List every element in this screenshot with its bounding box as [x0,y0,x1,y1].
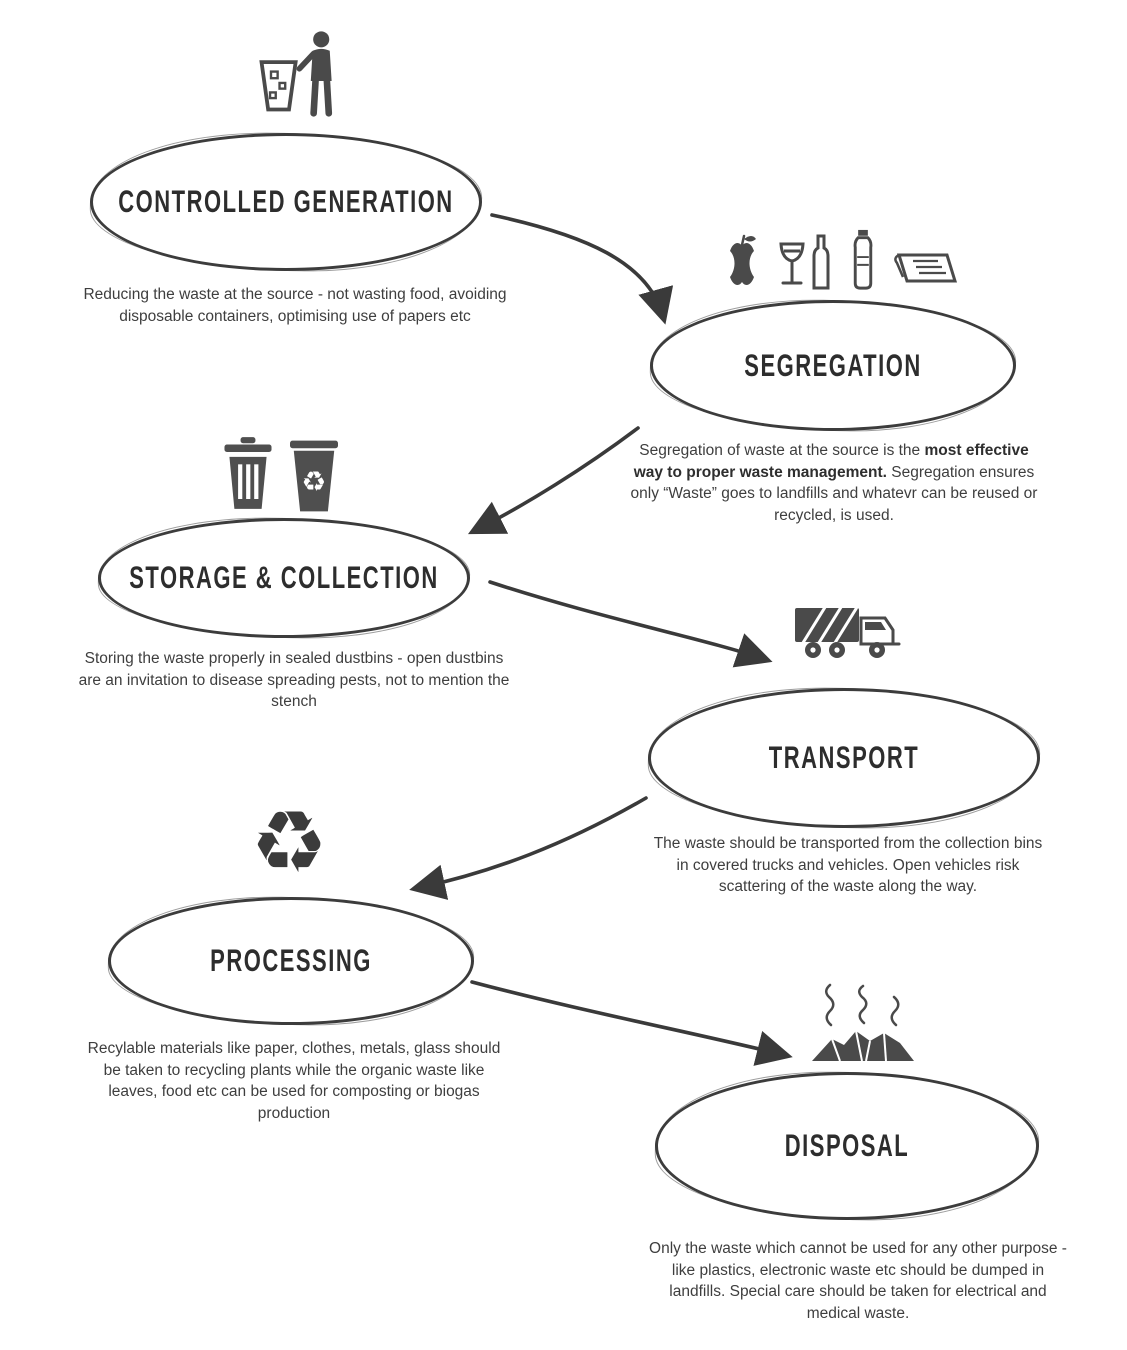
step-title-segregation: SEGREGATION [744,346,922,383]
description-bold-text: most effective way to proper waste manag… [633,442,1029,481]
step-description-controlled-generation: Reducing the waste at the source - not w… [83,286,507,325]
segregation-icons [722,224,974,292]
arrow-transport-to-processing [409,796,648,900]
svg-text:♻: ♻ [302,465,327,498]
recycle-bin-icon: ♻ [290,440,338,512]
landfill-smoke-icon [806,983,921,1063]
wine-glass-bottle-icon [779,234,830,290]
step-title-controlled-generation: CONTROLLED GENERATION [118,183,454,220]
step-description-storage-collection: Storing the waste properly in sealed dus… [78,650,510,711]
arrow-segregation-to-storage [467,426,640,535]
step-description-segregation: Segregation of waste at the source is th… [630,440,1038,527]
step-title-processing: PROCESSING [210,942,372,979]
description-text: Segregation of waste at the source is th… [639,442,925,459]
arrow-storage-to-transport [488,580,773,668]
step-description-transport: The waste should be transported from the… [653,835,1043,896]
storage-icons: ♻ [222,430,362,512]
trash-can-icon [224,437,272,509]
step-bubble-controlled-generation: CONTROLLED GENERATION [90,133,482,271]
step-bubble-segregation: SEGREGATION [650,300,1016,431]
step-bubble-transport: TRANSPORT [648,688,1040,828]
garbage-truck-icon [793,600,905,662]
step-bubble-disposal: DISPOSAL [655,1072,1039,1220]
water-bottle-icon [853,229,873,290]
step-description-disposal: Only the waste which cannot be used for … [649,1240,1067,1323]
apple-core-icon [730,234,756,285]
arrow-generation-to-segregation [490,213,674,325]
newspaper-icon [894,253,958,283]
step-description-processing: Recylable materials like paper, clothes,… [87,1040,501,1123]
littering-person-icon [253,26,343,120]
description-text: Segregation ensures only “Waste” goes to… [630,463,1038,525]
step-bubble-processing: PROCESSING [108,897,474,1025]
recycle-symbol-icon: ♻ [250,793,328,893]
step-title-transport: TRANSPORT [768,739,920,776]
step-title-storage-collection: STORAGE & COLLECTION [129,559,439,596]
step-bubble-storage-collection: STORAGE & COLLECTION [98,518,470,638]
arrow-processing-to-disposal [470,980,793,1066]
step-title-disposal: DISPOSAL [784,1127,910,1164]
